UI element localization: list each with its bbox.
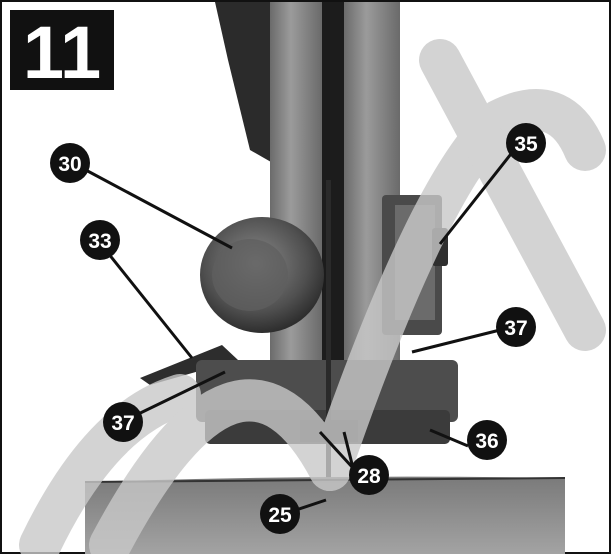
callout-37-left: 37 xyxy=(103,402,143,442)
svg-text:30: 30 xyxy=(58,153,81,176)
saw-blade xyxy=(326,180,331,554)
figure-number-badge xyxy=(10,10,114,90)
lever-handle xyxy=(140,345,238,385)
bearing-wheel-hub xyxy=(212,239,288,311)
figure-number: 11 xyxy=(23,11,101,94)
callout-25: 25 xyxy=(260,494,300,534)
svg-text:35: 35 xyxy=(514,133,538,156)
upper-housing xyxy=(215,2,285,170)
svg-text:37: 37 xyxy=(111,412,134,435)
svg-text:37: 37 xyxy=(504,317,527,340)
callout-37-right: 37 xyxy=(496,307,536,347)
left-guide-post xyxy=(270,2,322,412)
callout-36: 36 xyxy=(467,420,507,460)
svg-text:33: 33 xyxy=(88,230,111,253)
svg-text:28: 28 xyxy=(357,465,381,488)
svg-text:36: 36 xyxy=(475,430,498,453)
work-table xyxy=(85,476,565,554)
callout-33: 33 xyxy=(80,220,120,260)
callout-30: 30 xyxy=(50,143,90,183)
callout-28: 28 xyxy=(349,455,389,495)
callout-35: 35 xyxy=(506,123,546,163)
guide-gap xyxy=(322,2,344,412)
svg-text:25: 25 xyxy=(268,504,292,527)
